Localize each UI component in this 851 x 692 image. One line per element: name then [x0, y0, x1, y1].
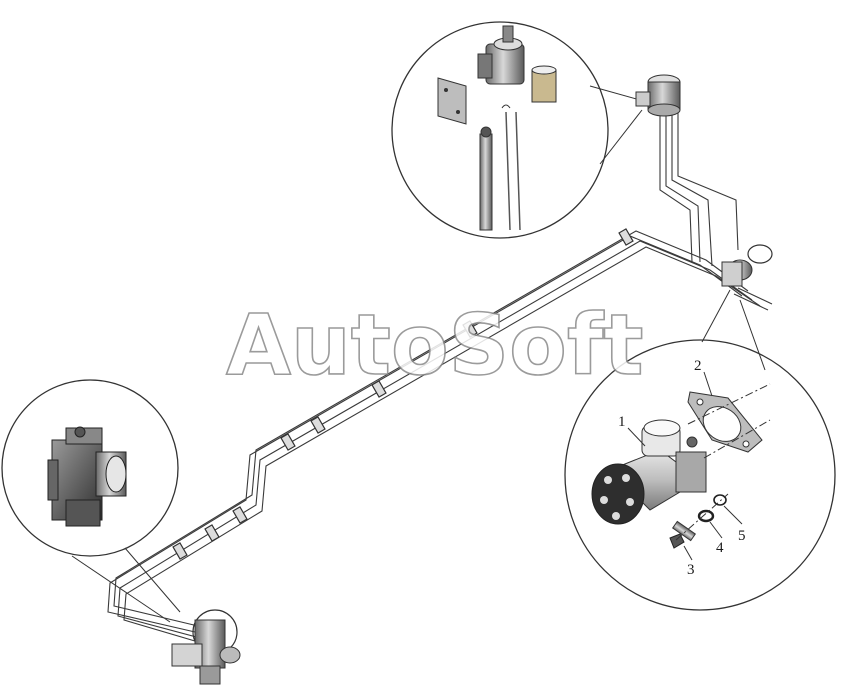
assembly-centerlines — [675, 383, 771, 541]
leader-line-steering-2 — [71, 555, 171, 623]
leader-line-pump-2 — [739, 299, 766, 371]
detail-circle-reservoir — [391, 21, 609, 239]
detail-circle-pump — [564, 339, 836, 611]
power-steering-pump-part — [591, 419, 707, 525]
pipe-lines — [107, 112, 773, 645]
bracket-plate-part — [437, 77, 467, 125]
filter-housing-part — [477, 25, 525, 85]
reservoir-tank — [635, 74, 681, 117]
callout-4: 4 — [716, 540, 724, 556]
filter-element-part — [531, 65, 557, 103]
pipe-clamps — [172, 228, 634, 560]
leader-line-reservoir-2 — [599, 109, 643, 165]
steering-gear-part — [47, 426, 127, 527]
callout-2: 2 — [694, 358, 702, 374]
leader-line-reservoir — [589, 85, 641, 101]
gasket-part — [687, 391, 763, 453]
leader-line-steering — [124, 547, 181, 613]
leader-line-pump — [701, 289, 731, 343]
bolt-part — [669, 520, 697, 549]
detail-circle-steering-gear — [1, 379, 179, 557]
callout-5: 5 — [738, 528, 746, 544]
callout-3: 3 — [687, 562, 695, 578]
o-ring-part — [713, 494, 727, 506]
callout-1: 1 — [618, 414, 626, 430]
steering-gear-on-assembly — [171, 609, 241, 685]
callout-leaders — [627, 371, 743, 561]
pump-on-assembly — [721, 244, 773, 287]
watermark-text: AutoSoft — [226, 296, 644, 394]
dipstick-part — [479, 104, 521, 231]
washer-part — [697, 509, 715, 523]
